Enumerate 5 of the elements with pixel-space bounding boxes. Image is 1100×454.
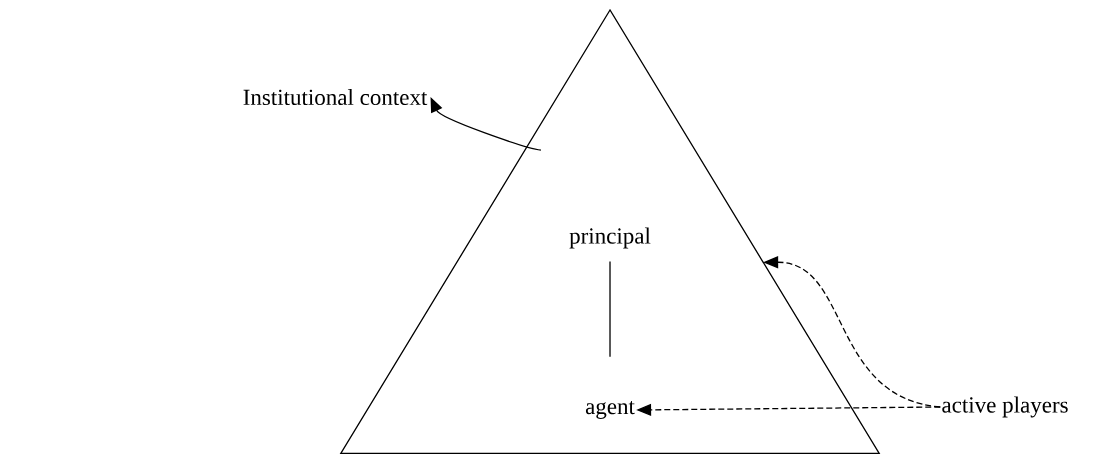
agent-label: agent (585, 401, 635, 419)
players-label: active players (942, 396, 1068, 418)
context-label: Institutional context (243, 88, 428, 106)
principal-label: principal (569, 227, 651, 249)
arrow (430, 97, 542, 151)
